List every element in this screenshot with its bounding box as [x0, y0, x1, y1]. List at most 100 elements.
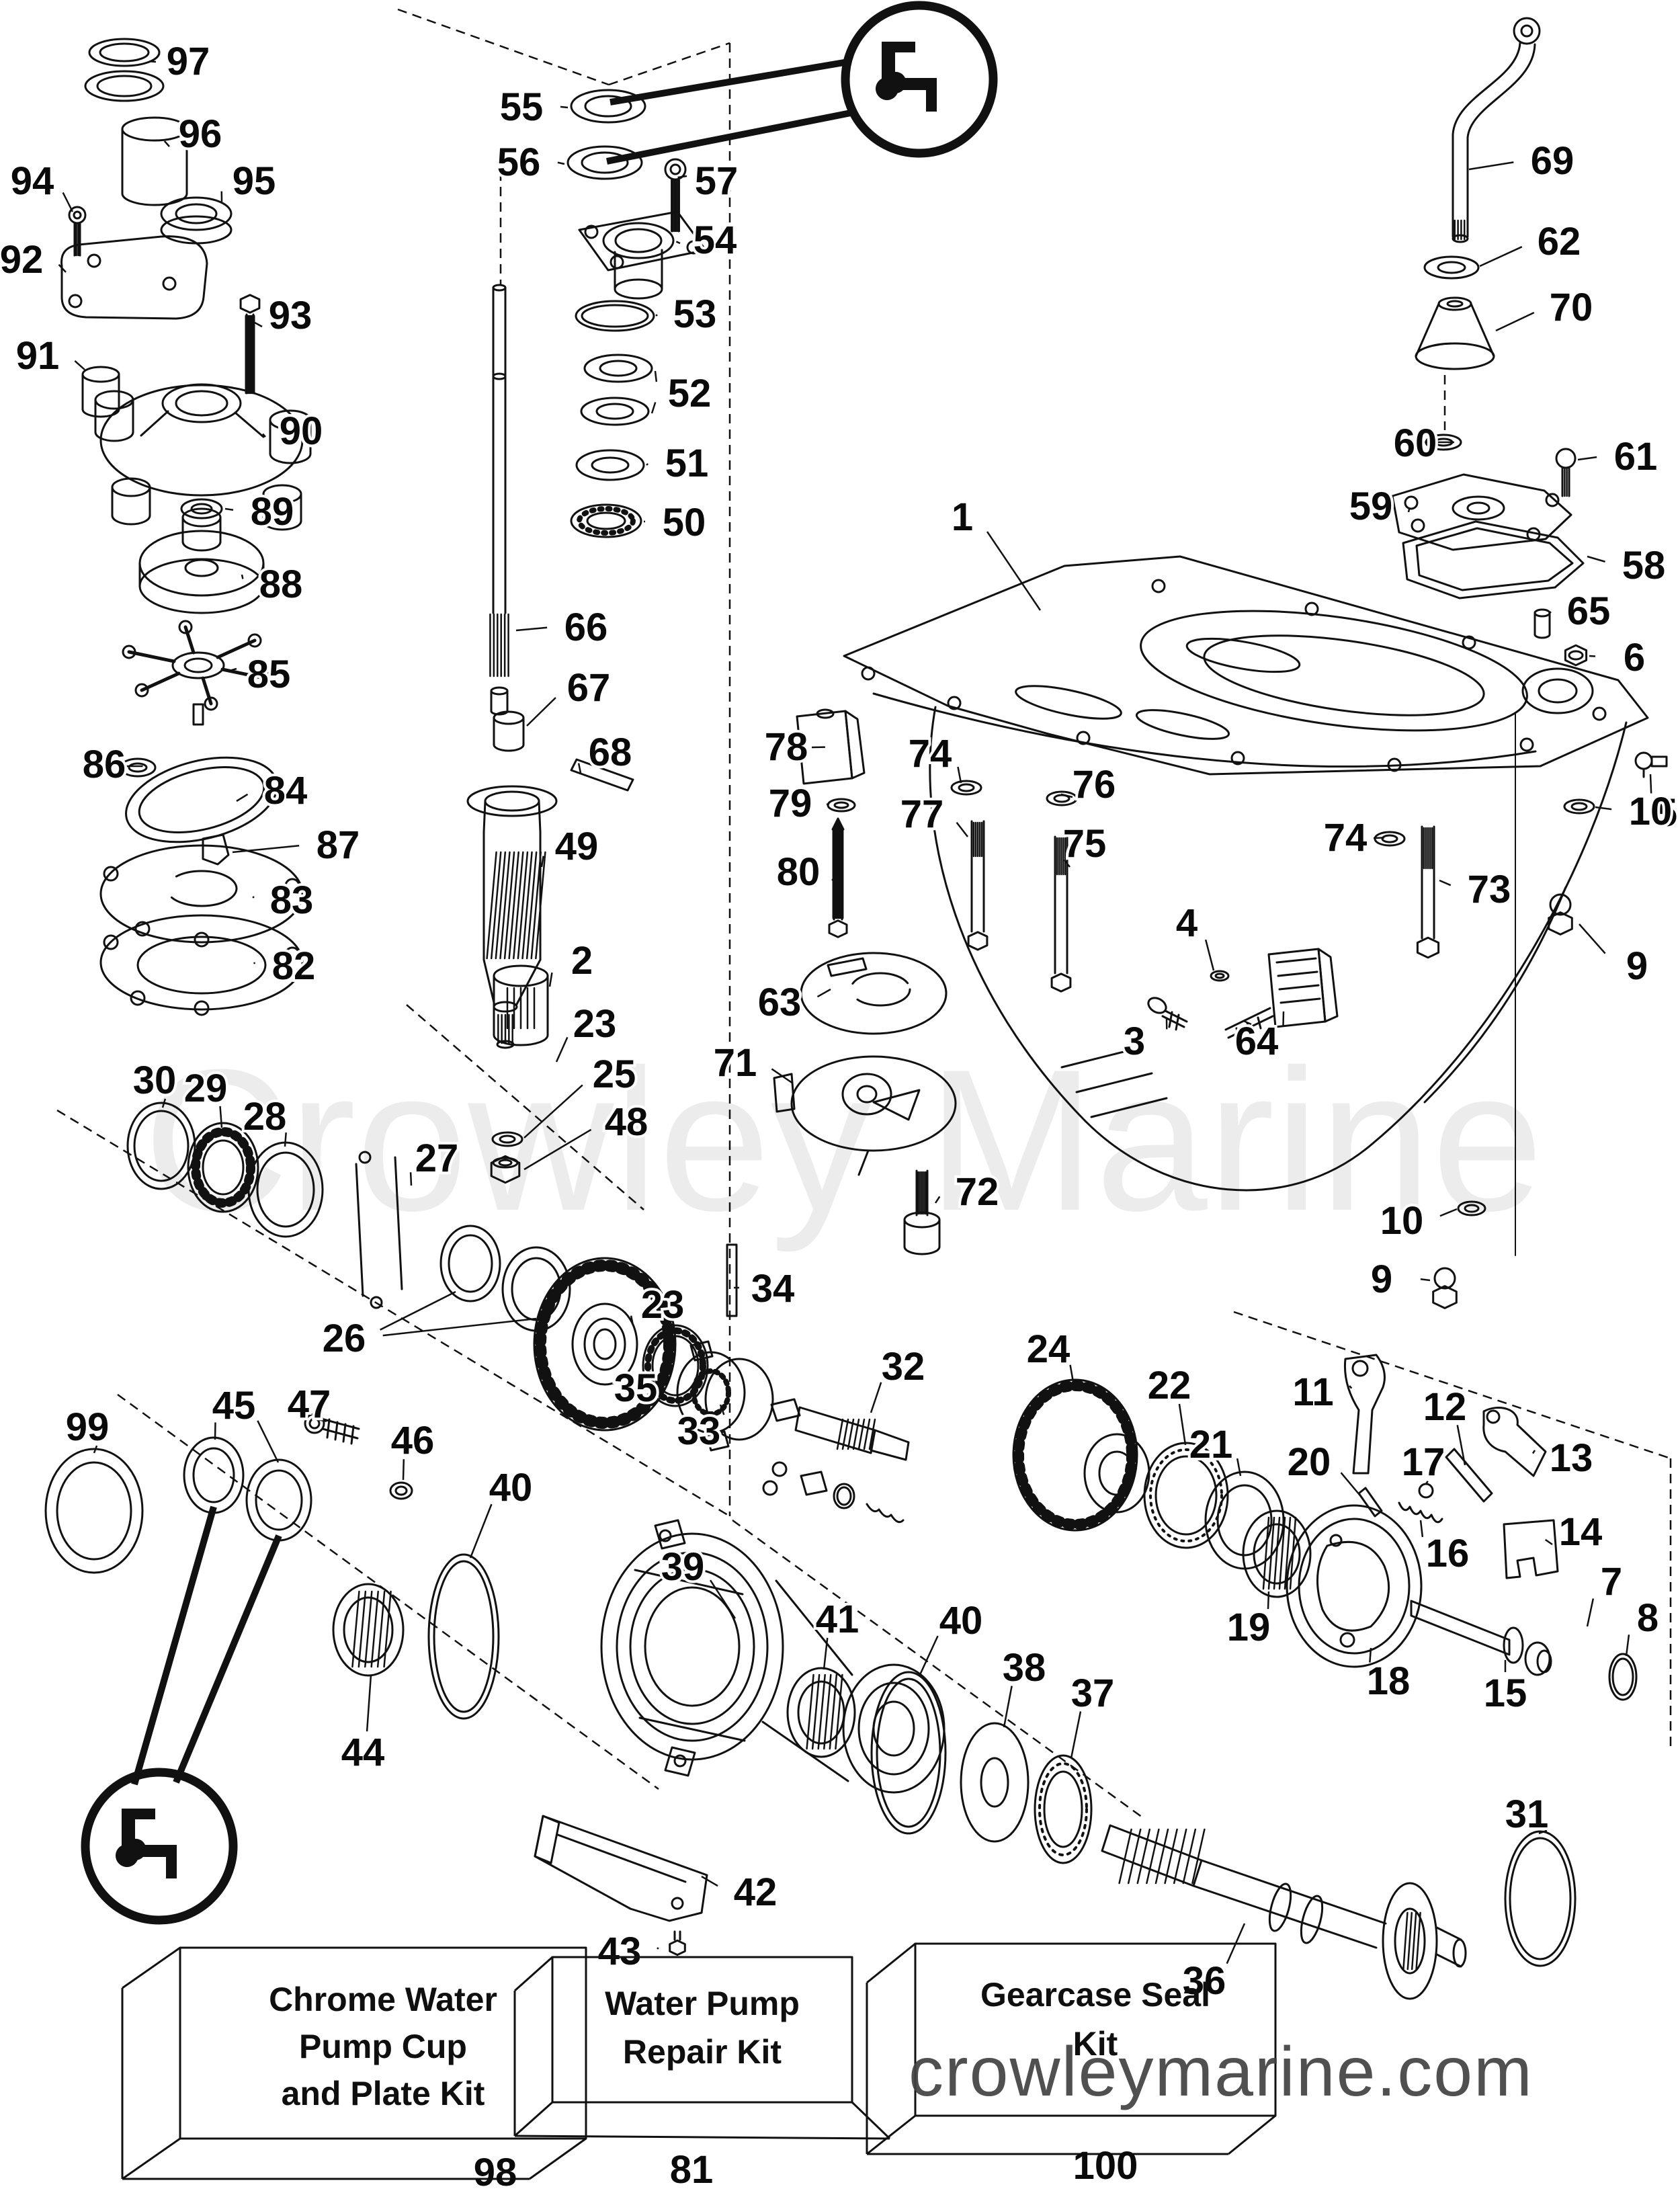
part-hex-nut: [967, 931, 989, 951]
part-ring: [88, 38, 161, 67]
part-path: [706, 1430, 730, 1452]
leader-line-13: [1531, 1450, 1536, 1454]
part-circle: [1351, 1360, 1369, 1377]
callout-27: 27: [415, 1136, 459, 1180]
part-path: [1423, 886, 1567, 1104]
part-cylinder-bottom: [493, 743, 525, 752]
part-ring: [1214, 973, 1225, 979]
part-hatch: [835, 1673, 843, 1750]
leader-line-69: [1468, 161, 1514, 171]
part-circle: [1545, 493, 1560, 507]
part-ring: [133, 1110, 190, 1182]
part-path: [1101, 1824, 1203, 1887]
part-ring: [1034, 1754, 1093, 1864]
part-ellipse: [577, 506, 636, 536]
part-ring: [571, 1302, 638, 1386]
leader-line-35: [659, 1370, 669, 1377]
part-ring: [1394, 1907, 1426, 1975]
part-path: [726, 1243, 738, 1317]
part-ring: [1298, 1518, 1411, 1655]
callout-11: 11: [1292, 1370, 1333, 1414]
part-ellipse: [1268, 1882, 1292, 1932]
part-circle: [669, 163, 681, 175]
part-ring: [586, 511, 626, 530]
part-circle: [284, 878, 300, 894]
part-hatch: [1262, 1516, 1270, 1590]
part-ellipse: [800, 952, 948, 1035]
callout-17: 17: [1402, 1440, 1445, 1484]
part-ring: [96, 75, 153, 97]
part-ring: [180, 498, 223, 520]
callout-84: 84: [264, 769, 308, 813]
callout-32: 32: [882, 1345, 925, 1389]
part-line: [342, 1423, 347, 1443]
kit-box-face: [551, 1956, 853, 2104]
part-line: [1470, 302, 1495, 358]
kit-box-edge: [514, 2135, 890, 2140]
part-circle: [1433, 1267, 1456, 1290]
leader-line-31: [1538, 1829, 1548, 1835]
part-circle: [1339, 1632, 1355, 1648]
leader-line-12: [1456, 1425, 1466, 1466]
leader-line-29: [219, 1106, 223, 1128]
part-hatch: [370, 1590, 379, 1668]
part-path: [1482, 1406, 1547, 1477]
part-ring: [1521, 667, 1594, 714]
part-ellipse: [191, 1127, 255, 1208]
part-ring: [602, 222, 675, 259]
leader-line-47: [317, 1418, 327, 1423]
kit-label-line: and Plate Kit: [282, 2075, 485, 2112]
leader-line-2: [548, 973, 553, 987]
part-hatch: [1289, 1516, 1297, 1590]
part-ring: [591, 456, 630, 474]
leader-line-91: [74, 360, 85, 370]
part-ring: [1437, 261, 1466, 274]
part-ring: [833, 1483, 855, 1509]
kit-box-face: [914, 1942, 1277, 2117]
callout-56: 56: [497, 140, 541, 184]
part-path: [1316, 1540, 1390, 1632]
part-ring: [138, 766, 265, 833]
construction-dash-line: [56, 1109, 730, 1518]
leader-line-87: [232, 845, 300, 854]
part-path: [1466, 43, 1536, 238]
part-path: [1452, 42, 1521, 238]
part-hatch: [823, 1673, 832, 1750]
leader-line-51: [646, 463, 648, 466]
part-path: [1391, 473, 1572, 551]
callout-97: 97: [167, 40, 210, 83]
part-hatch: [1146, 1828, 1160, 1885]
callout-3: 3: [1124, 1020, 1145, 1063]
part-ring: [583, 1317, 626, 1371]
callout-72: 72: [956, 1170, 999, 1214]
part-ring: [614, 228, 663, 253]
part-ring: [856, 1085, 878, 1104]
part-ring: [593, 1328, 617, 1360]
leader-line-22: [1178, 1403, 1187, 1446]
part-hatch: [1182, 1828, 1197, 1885]
callout-71: 71: [714, 1041, 757, 1085]
callout-10: 10: [1629, 790, 1673, 833]
part-ellipse: [99, 844, 304, 944]
callout-15: 15: [1484, 1671, 1527, 1715]
kit-label-line: Water Pump: [605, 1985, 800, 2022]
part-ring: [1154, 1455, 1218, 1536]
callout-35: 35: [614, 1366, 658, 1410]
part-circle: [358, 1151, 372, 1164]
leader-line-54: [675, 241, 681, 245]
part-ring: [1382, 1882, 1438, 2000]
callout-23: 23: [573, 1002, 617, 1046]
leader-line-52: [654, 370, 658, 382]
part-ellipse: [534, 1259, 675, 1429]
part-hatch: [829, 1673, 838, 1750]
part-hex-nut: [828, 919, 848, 938]
leader-line-65: [1549, 611, 1552, 614]
part-line: [355, 1163, 364, 1297]
part-hatch: [513, 851, 524, 960]
part-circle: [68, 206, 87, 224]
leader-line-64: [1244, 1020, 1252, 1026]
part-ring: [836, 1486, 852, 1506]
part-hatch: [1127, 1828, 1142, 1885]
part-cylinder-bottom: [181, 540, 222, 552]
part-path: [60, 235, 208, 320]
